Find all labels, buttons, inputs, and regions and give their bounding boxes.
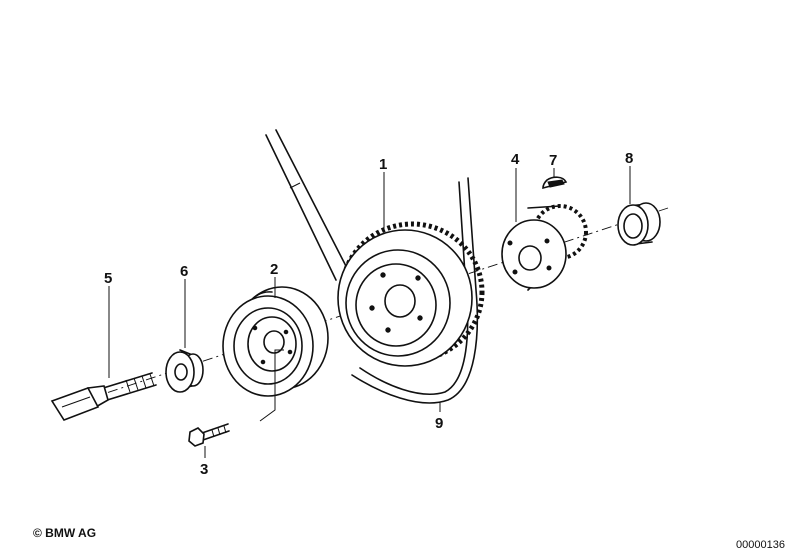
part-2-vbelt-pulley [222, 286, 329, 397]
part-7-woodruff-key [542, 176, 568, 190]
part-3-small-bolt [188, 423, 230, 447]
part-1-toothed-pulley [337, 221, 485, 367]
callout-2: 2 [270, 261, 278, 278]
drawing-number: 00000136 [736, 539, 785, 551]
leader-2b [259, 349, 284, 422]
callout-9: 9 [435, 415, 443, 432]
callout-4: 4 [511, 151, 520, 168]
part-6-collar [165, 349, 204, 393]
part-4-timing-gear [501, 204, 588, 291]
leader-lines [108, 166, 631, 458]
part-5-long-bolt [50, 372, 157, 421]
callout-1: 1 [379, 156, 387, 173]
copyright-notice: © BMW AG [33, 526, 97, 540]
callout-3: 3 [200, 461, 208, 478]
callout-5: 5 [104, 270, 112, 287]
callout-8: 8 [625, 150, 633, 167]
callout-7: 7 [549, 152, 557, 169]
part-8-seal-sleeve [617, 202, 661, 246]
callout-6: 6 [180, 263, 188, 280]
